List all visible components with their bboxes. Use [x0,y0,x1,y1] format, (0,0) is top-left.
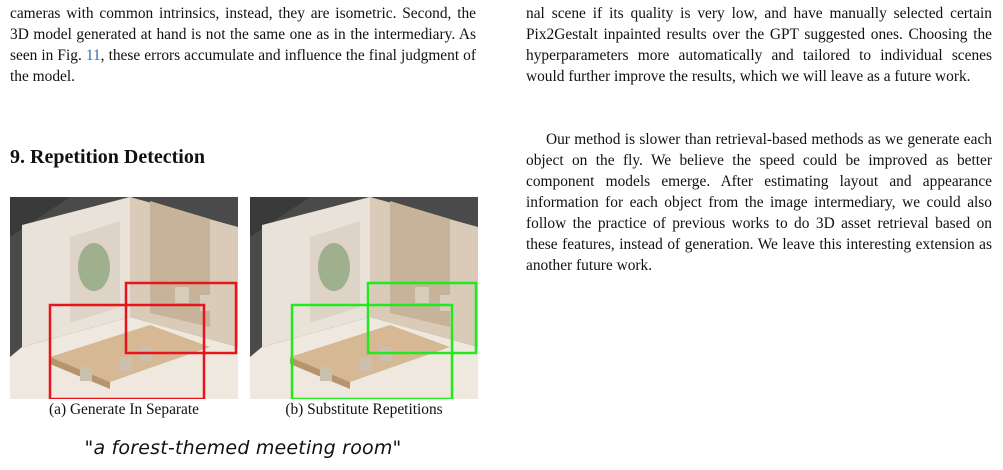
paragraph-left-intro: cameras with common intrinsics, instead,… [10,3,476,87]
figure-prompt-text: "a forest-themed meeting room" [84,437,402,459]
figure-image-b [250,197,478,399]
paragraph-text: cameras with common intrinsics, instead,… [10,5,476,64]
paragraph-text: , these errors accumulate and influence … [10,47,476,85]
figure-reference-link[interactable]: 11 [85,47,101,64]
section-heading: 9. Repetition Detection [10,146,205,168]
caption-panel-b: (b) Substitute Repetitions [285,401,443,418]
caption-panel-a: (a) Generate In Separate [49,401,199,418]
paragraph-right-1: nal scene if its quality is very low, an… [526,5,992,85]
paragraph-right-2: Our method is slower than retrieval-base… [526,131,992,274]
figure-image-a [10,197,238,399]
